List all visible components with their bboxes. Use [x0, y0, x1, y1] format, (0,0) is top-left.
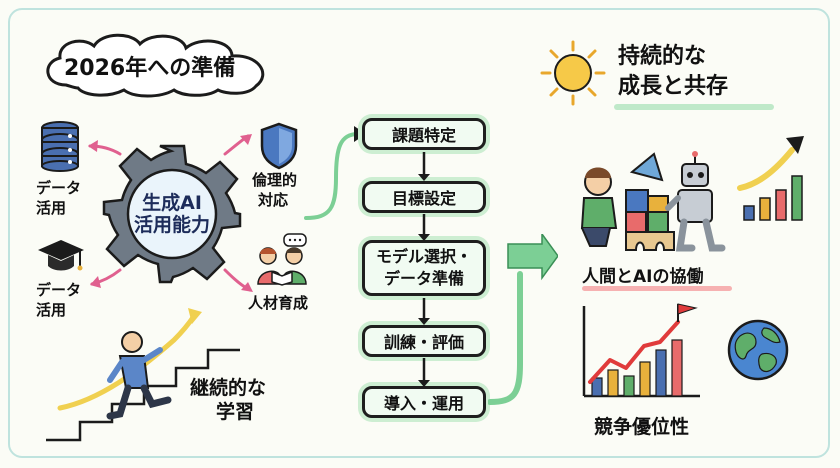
- outer-frame: [8, 8, 830, 458]
- ethics-label: 倫理的 対応: [252, 171, 298, 209]
- process-arrows: [418, 152, 430, 387]
- collab-underline: [582, 286, 732, 291]
- competitive-chart-icon: [582, 303, 700, 398]
- shield-icon: [260, 122, 298, 170]
- human-robot-illustration: [580, 151, 726, 252]
- outcome-title: 持続的な 成長と共存: [618, 44, 729, 99]
- step-training-evaluation: 訓練・評価: [362, 325, 486, 357]
- talent-label: 人材育成: [248, 294, 309, 312]
- graduation-cap-icon: [38, 240, 84, 271]
- connector-arrow: [304, 126, 366, 220]
- gear-arrows: [88, 134, 253, 292]
- outcome-arrow: [488, 234, 558, 405]
- gear-label: 生成AI 活用能力: [133, 192, 210, 236]
- data-label-1: データ 活用: [36, 179, 82, 217]
- page-title: 2026年への準備: [64, 56, 236, 81]
- students-reading-icon: [257, 233, 307, 286]
- database-icon: [41, 121, 79, 172]
- sun-icon: [540, 40, 606, 106]
- learning-label: 継続的な 学習: [190, 377, 267, 423]
- competitive-label: 競争優位性: [594, 416, 690, 438]
- gear-icon: [102, 144, 242, 284]
- collab-label: 人間とAIの協働: [582, 267, 704, 287]
- title-cloud: [46, 33, 265, 98]
- step-model-selection: モデル選択・ データ準備: [362, 240, 486, 296]
- title-underline: [614, 104, 774, 110]
- growth-chart-icon: [737, 136, 804, 221]
- globe-icon: [727, 319, 789, 381]
- step-goal-setting: 目標設定: [362, 181, 486, 213]
- data-label-2: データ 活用: [36, 281, 82, 319]
- stairs-learning-illustration: [46, 308, 240, 442]
- step-deployment: 導入・運用: [362, 386, 486, 418]
- step-problem-identification: 課題特定: [362, 118, 486, 150]
